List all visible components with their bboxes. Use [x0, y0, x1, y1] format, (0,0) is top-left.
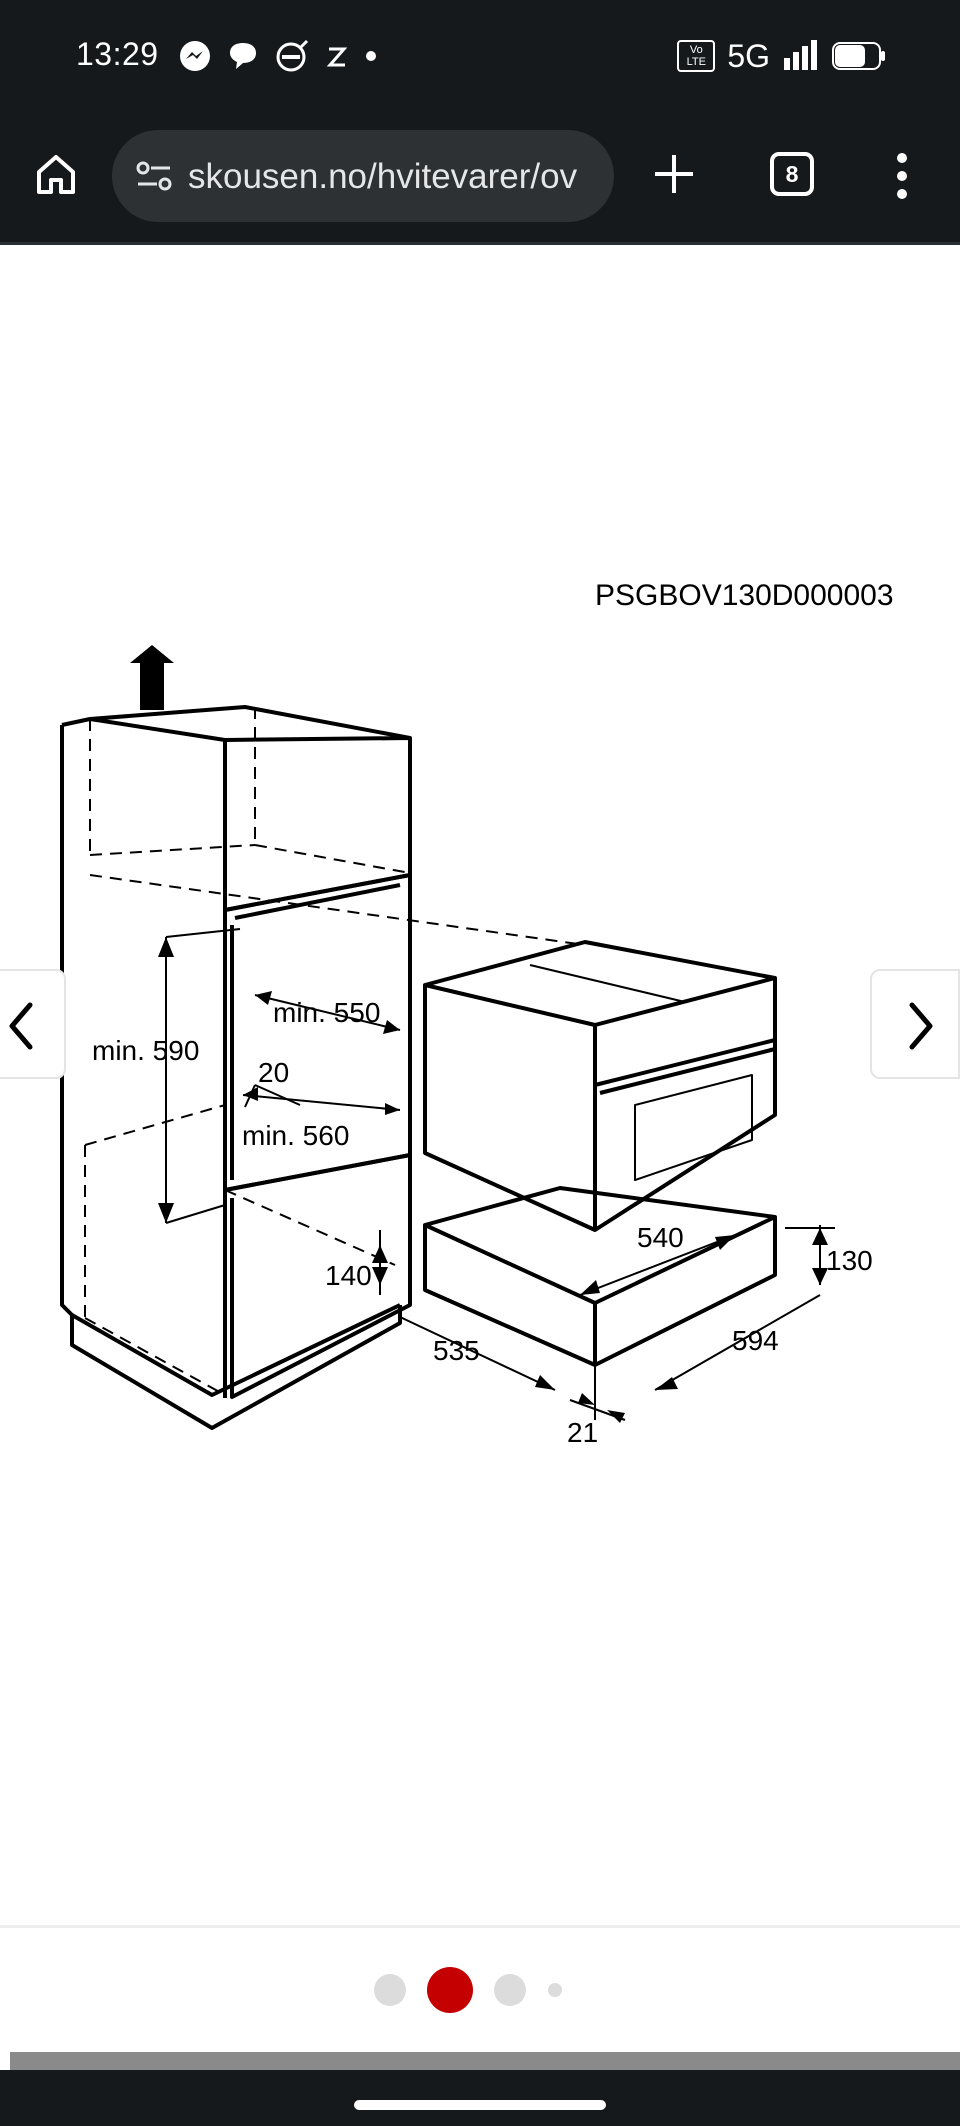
- content-divider: [0, 1925, 960, 1928]
- dim-594: 594: [732, 1325, 779, 1356]
- chat-bubble-icon: [230, 43, 256, 69]
- messenger-icon: [180, 41, 210, 71]
- dim-min-560: min. 560: [242, 1120, 349, 1151]
- site-settings-icon[interactable]: [134, 156, 174, 196]
- network-type: 5G: [727, 37, 770, 74]
- browser-toolbar: skousen.no/hvitevarer/ov 8: [0, 110, 960, 245]
- oven-installation-diagram: PSGBOV130D000003: [60, 579, 894, 1448]
- dim-535: 535: [433, 1335, 480, 1366]
- more-menu-icon[interactable]: [886, 150, 918, 202]
- notification-icons: [178, 38, 378, 74]
- dim-20: 20: [258, 1057, 289, 1088]
- system-nav-bar: [0, 2070, 960, 2126]
- tab-switcher-button[interactable]: 8: [770, 152, 814, 196]
- cabinet-drawing: [60, 645, 412, 1430]
- dim-min-550: min. 550: [273, 997, 380, 1028]
- signal-icon: [784, 40, 817, 70]
- oven-drawing: [423, 940, 777, 1232]
- status-bar: 13:29 Vo LTE 5G: [0, 0, 960, 110]
- dimension-labels: min. 590 min. 550 20 min. 560 140 540 13…: [92, 997, 873, 1448]
- page-content: PSGBOV130D000003: [0, 245, 960, 1925]
- horizontal-scrollbar[interactable]: [10, 2052, 960, 2070]
- new-tab-icon[interactable]: [650, 150, 698, 198]
- gesture-handle[interactable]: [354, 2100, 606, 2110]
- carousel-indicators: [0, 1965, 960, 2015]
- dot-icon: [366, 51, 376, 61]
- carousel-dot[interactable]: [548, 1983, 562, 1997]
- carousel-dot[interactable]: [374, 1974, 406, 2006]
- system-icons: Vo LTE 5G: [677, 36, 886, 76]
- url-bar[interactable]: skousen.no/hvitevarer/ov: [112, 130, 614, 222]
- status-time: 13:29: [76, 36, 159, 72]
- previous-image-button[interactable]: [0, 969, 66, 1079]
- battery-icon: [832, 42, 885, 70]
- home-icon[interactable]: [34, 152, 78, 196]
- url-text[interactable]: skousen.no/hvitevarer/ov: [188, 157, 578, 196]
- carousel-dot[interactable]: [494, 1974, 526, 2006]
- dim-130: 130: [826, 1245, 873, 1276]
- drawer-drawing: [423, 1186, 777, 1367]
- z-app-icon: [326, 47, 348, 67]
- dim-21: 21: [567, 1417, 598, 1448]
- cabinet-hidden-lines: [84, 707, 586, 1396]
- volvo-icon: [276, 39, 309, 72]
- chevron-left-icon: [9, 1002, 33, 1050]
- dim-540: 540: [637, 1222, 684, 1253]
- dim-min-590: min. 590: [92, 1035, 199, 1066]
- carousel-dot-active[interactable]: [427, 1967, 473, 2013]
- dim-140: 140: [325, 1260, 372, 1291]
- chevron-right-icon: [909, 1002, 933, 1050]
- dimension-arrowheads: [158, 937, 828, 1423]
- next-image-button[interactable]: [870, 969, 960, 1079]
- model-code: PSGBOV130D000003: [595, 579, 894, 612]
- volte-icon: Vo LTE: [677, 40, 716, 72]
